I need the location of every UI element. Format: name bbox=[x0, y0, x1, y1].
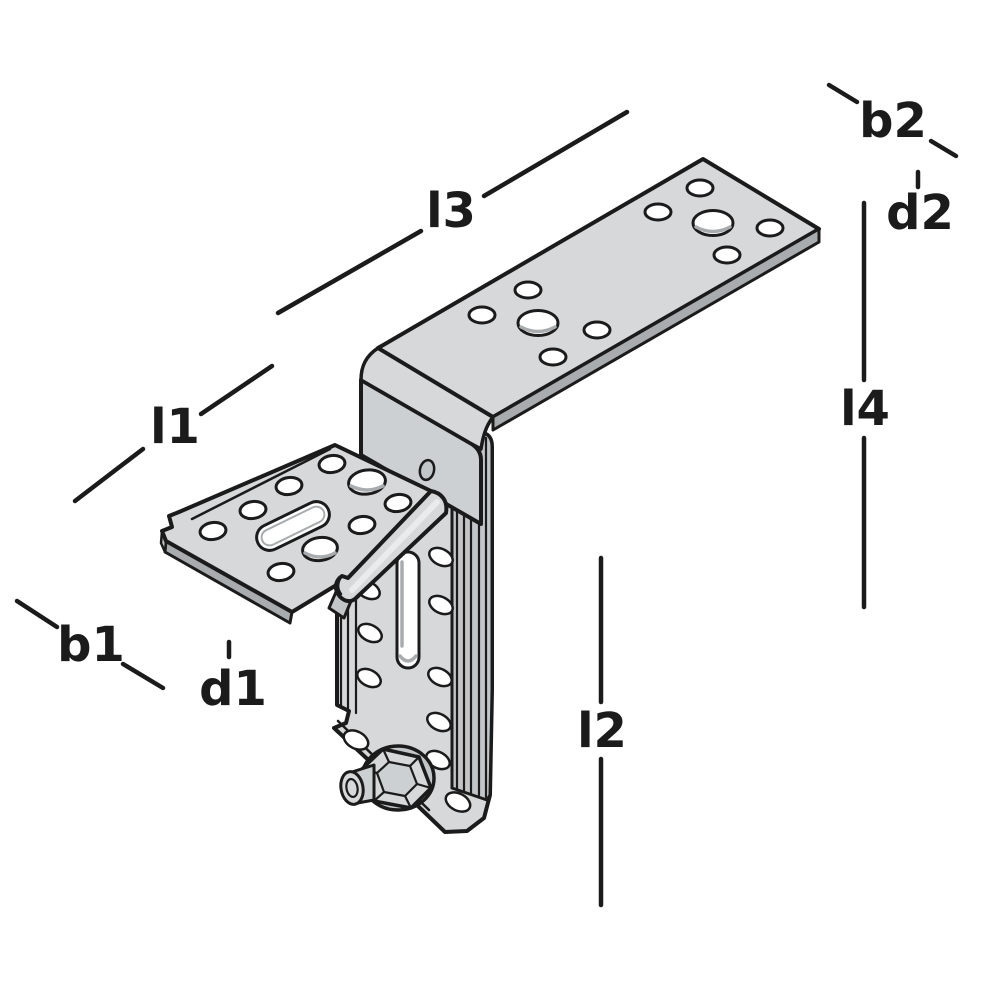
bend-band bbox=[359, 346, 495, 451]
dim-label-l1: l1 bbox=[150, 399, 200, 455]
dim-line-b1 bbox=[120, 661, 166, 691]
dim-line-l3 bbox=[275, 228, 424, 316]
dim-label-l2: l2 bbox=[577, 703, 627, 759]
hook-plate-hole-crescents bbox=[303, 484, 385, 559]
bar-rib-lines bbox=[455, 435, 488, 799]
dim-line-b2 bbox=[928, 138, 959, 159]
hinge-roll-cap bbox=[336, 574, 344, 596]
hook-plate-lip-line bbox=[190, 447, 332, 521]
top-plate-web bbox=[359, 346, 495, 526]
bolt-end-chamfer bbox=[345, 777, 359, 799]
dim-label-b2: b2 bbox=[859, 93, 927, 149]
dim-line-l1 bbox=[198, 363, 275, 417]
dim-label-d2: d2 bbox=[886, 185, 954, 241]
dim-label-l3: l3 bbox=[426, 183, 476, 239]
web-rivet bbox=[418, 458, 436, 482]
dim-label-b1: b1 bbox=[57, 617, 125, 673]
bar-slot-inner-shadow bbox=[398, 560, 418, 663]
hex-nut-and-bolt bbox=[339, 744, 436, 812]
dim-line-b2 bbox=[826, 82, 860, 105]
hinge-roll-highlight bbox=[349, 499, 440, 593]
hex-nut-top-face bbox=[375, 760, 419, 798]
dim-line-l3 bbox=[481, 109, 630, 199]
dim-label-d1: d1 bbox=[199, 661, 267, 717]
top-plate-thickness bbox=[491, 227, 821, 432]
hex-nut-facet-lines bbox=[360, 747, 433, 810]
tile-hook-plate bbox=[159, 443, 449, 625]
hook-plate-slot bbox=[255, 500, 331, 552]
dim-line-l1 bbox=[72, 446, 146, 504]
top-mounting-plate bbox=[376, 157, 821, 432]
top-plate-hole-crescents bbox=[519, 225, 732, 334]
dimension-annotations: l3 l1 b2 d2 l4 l2 b1 d1 bbox=[14, 82, 959, 908]
dim-line-b1 bbox=[14, 598, 60, 630]
bolt-end bbox=[339, 770, 365, 806]
dim-label-l4: l4 bbox=[840, 381, 890, 437]
hook-plate-slot-inner bbox=[260, 505, 326, 547]
